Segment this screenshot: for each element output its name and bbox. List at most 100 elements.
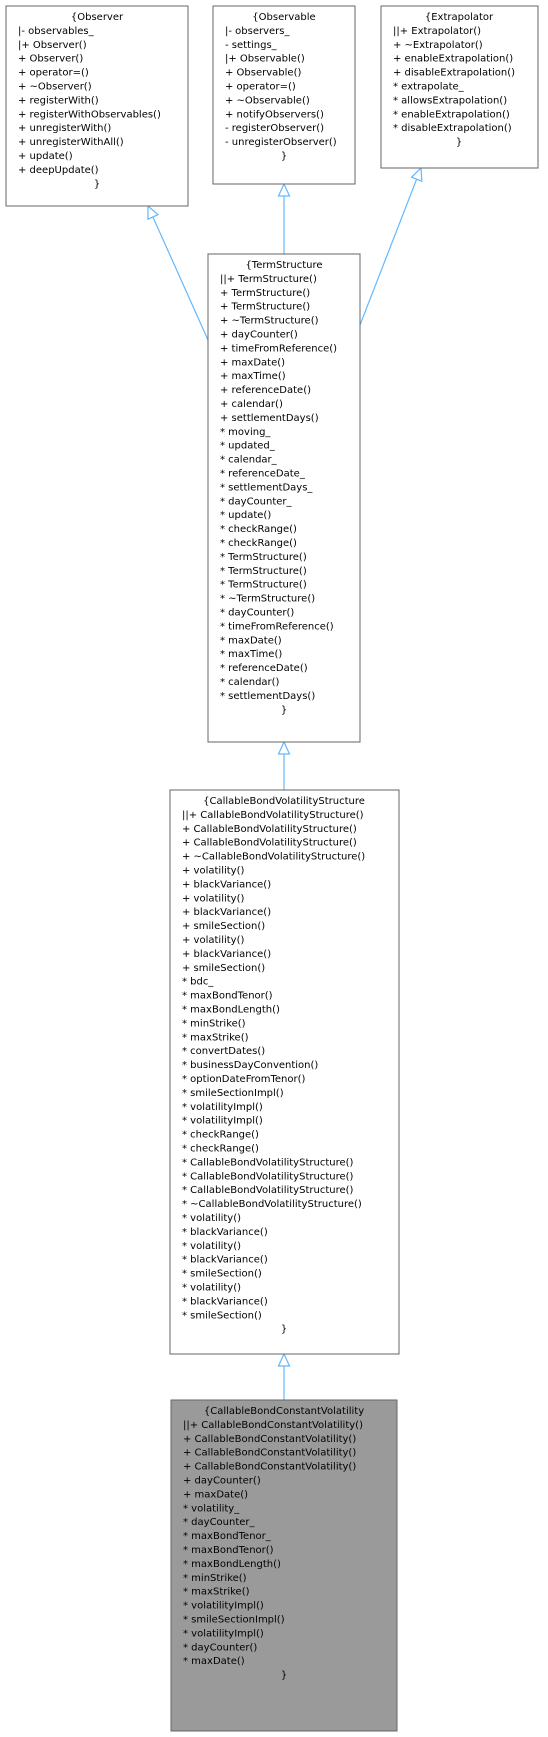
class-member: * volatility() — [182, 1241, 241, 1252]
class-member: * calendar() — [220, 677, 280, 688]
closing-brace: } — [94, 179, 100, 190]
class-member: + volatility() — [182, 866, 244, 877]
class-member: * ~CallableBondVolatilityStructure() — [182, 1199, 362, 1210]
class-member: + referenceDate() — [220, 385, 311, 396]
class-member: * blackVariance() — [182, 1296, 268, 1307]
closing-brace: } — [281, 705, 287, 716]
inheritance-arrowhead-extrapolator — [410, 166, 423, 183]
class-member: + CallableBondConstantVolatility() — [183, 1448, 356, 1459]
class-member: * TermStructure() — [220, 580, 307, 591]
class-member: * minStrike() — [183, 1573, 247, 1584]
class-member: + CallableBondConstantVolatility() — [183, 1462, 356, 1473]
class-member: * maxBondTenor() — [183, 1545, 274, 1556]
class-member: * updated_ — [220, 441, 276, 452]
inheritance-edge-observer — [152, 216, 209, 341]
class-box-extrapolator: {Extrapolator||+ Extrapolator()+ ~Extrap… — [380, 5, 539, 169]
inheritance-arrowhead-observer — [147, 204, 160, 221]
class-member: * maxTime() — [220, 649, 282, 660]
class-member: * maxStrike() — [182, 1032, 249, 1043]
class-boxes: {Observer|- observables_|+ Observer()+ O… — [5, 5, 539, 1732]
class-member: * checkRange() — [220, 524, 297, 535]
class-member: + unregisterWith() — [18, 123, 111, 134]
class-box-frame — [207, 253, 361, 743]
class-member: + Observer() — [18, 54, 83, 65]
class-name: {Observable — [252, 12, 315, 23]
class-member: + calendar() — [220, 399, 283, 410]
inheritance-arrowhead-termstructure — [277, 740, 291, 755]
class-member: * smileSection() — [182, 1310, 262, 1321]
class-member: + maxTime() — [220, 371, 286, 382]
class-member: * volatilityImpl() — [182, 1102, 263, 1113]
class-member: * businessDayConvention() — [182, 1060, 318, 1071]
class-member: * convertDates() — [182, 1046, 265, 1057]
class-member: * CallableBondVolatilityStructure() — [182, 1185, 354, 1196]
class-member: * optionDateFromTenor() — [182, 1074, 306, 1085]
inheritance-edges — [147, 166, 423, 1400]
class-member: * smileSection() — [182, 1269, 262, 1280]
class-member: + update() — [18, 151, 73, 162]
class-member: + notifyObservers() — [225, 109, 324, 120]
class-member: * maxBondLength() — [183, 1559, 281, 1570]
class-member: + registerWithObservables() — [18, 109, 161, 120]
class-member: + unregisterWithAll() — [18, 137, 124, 148]
class-member: - settings_ — [225, 40, 278, 51]
class-member: * smileSectionImpl() — [182, 1088, 284, 1099]
class-member: * CallableBondVolatilityStructure() — [182, 1171, 354, 1182]
class-member: + smileSection() — [182, 963, 265, 974]
class-member: * maxDate() — [220, 635, 282, 646]
class-member: + volatility() — [182, 935, 244, 946]
class-member: - registerObserver() — [225, 123, 324, 134]
class-member: + settlementDays() — [220, 413, 319, 424]
class-member: - unregisterObserver() — [225, 137, 337, 148]
class-member: * bdc_ — [182, 977, 214, 988]
class-member: ||+ TermStructure() — [220, 274, 317, 285]
class-member: + ~Observer() — [18, 82, 92, 93]
class-name: {TermStructure — [245, 260, 322, 271]
closing-brace: } — [281, 1670, 287, 1681]
class-member: |- observers_ — [225, 26, 290, 37]
class-member: + Observable() — [225, 68, 301, 79]
class-name: {Extrapolator — [425, 12, 494, 23]
class-member: ||+ CallableBondConstantVolatility() — [183, 1420, 363, 1431]
class-box-observer: {Observer|- observables_|+ Observer()+ O… — [5, 5, 189, 207]
class-member: * extrapolate_ — [393, 82, 465, 93]
class-member: * smileSectionImpl() — [183, 1615, 285, 1626]
class-name: {Observer — [71, 12, 124, 23]
class-box-cbcv: {CallableBondConstantVolatility ||+ Calla… — [170, 1399, 398, 1732]
class-member: * calendar_ — [220, 455, 278, 466]
class-member: + dayCounter() — [220, 330, 298, 341]
inheritance-edge-extrapolator — [359, 178, 418, 326]
class-member: * CallableBondVolatilityStructure() — [182, 1157, 354, 1168]
class-member: + enableExtrapolation() — [393, 54, 513, 65]
class-member: * referenceDate() — [220, 663, 308, 674]
closing-brace: } — [281, 1324, 287, 1335]
class-member: * update() — [220, 510, 271, 521]
class-member: + maxDate() — [183, 1489, 248, 1500]
class-member: + CallableBondVolatilityStructure() — [182, 838, 357, 849]
class-member: * dayCounter_ — [220, 496, 293, 507]
class-member: + smileSection() — [182, 921, 265, 932]
class-box-frame — [212, 5, 356, 185]
class-member: * TermStructure() — [220, 566, 307, 577]
class-member: * blackVariance() — [182, 1255, 268, 1266]
class-box-frame — [380, 5, 539, 169]
class-box-observable: {Observable|- observers_- settings_|+ Ob… — [212, 5, 356, 185]
inheritance-arrowhead-observable — [277, 182, 291, 197]
class-member: * settlementDays() — [220, 691, 315, 702]
class-member: + blackVariance() — [182, 949, 271, 960]
class-member: * maxBondLength() — [182, 1005, 280, 1016]
class-member: * enableExtrapolation() — [393, 109, 510, 120]
class-member: + ~TermStructure() — [220, 316, 319, 327]
class-member: ||+ Extrapolator() — [393, 26, 481, 37]
class-member: * volatilityImpl() — [183, 1628, 264, 1639]
class-member: * TermStructure() — [220, 552, 307, 563]
class-member: * dayCounter() — [183, 1642, 257, 1653]
class-name: {CallableBondConstantVolatility — [204, 1406, 364, 1417]
class-member: + registerWith() — [18, 95, 99, 106]
class-member: * maxBondTenor() — [182, 991, 273, 1002]
class-box-frame — [170, 1399, 398, 1732]
class-member: * checkRange() — [182, 1144, 259, 1155]
inheritance-arrowhead-cbvs — [277, 1352, 291, 1367]
class-member: * checkRange() — [220, 538, 297, 549]
